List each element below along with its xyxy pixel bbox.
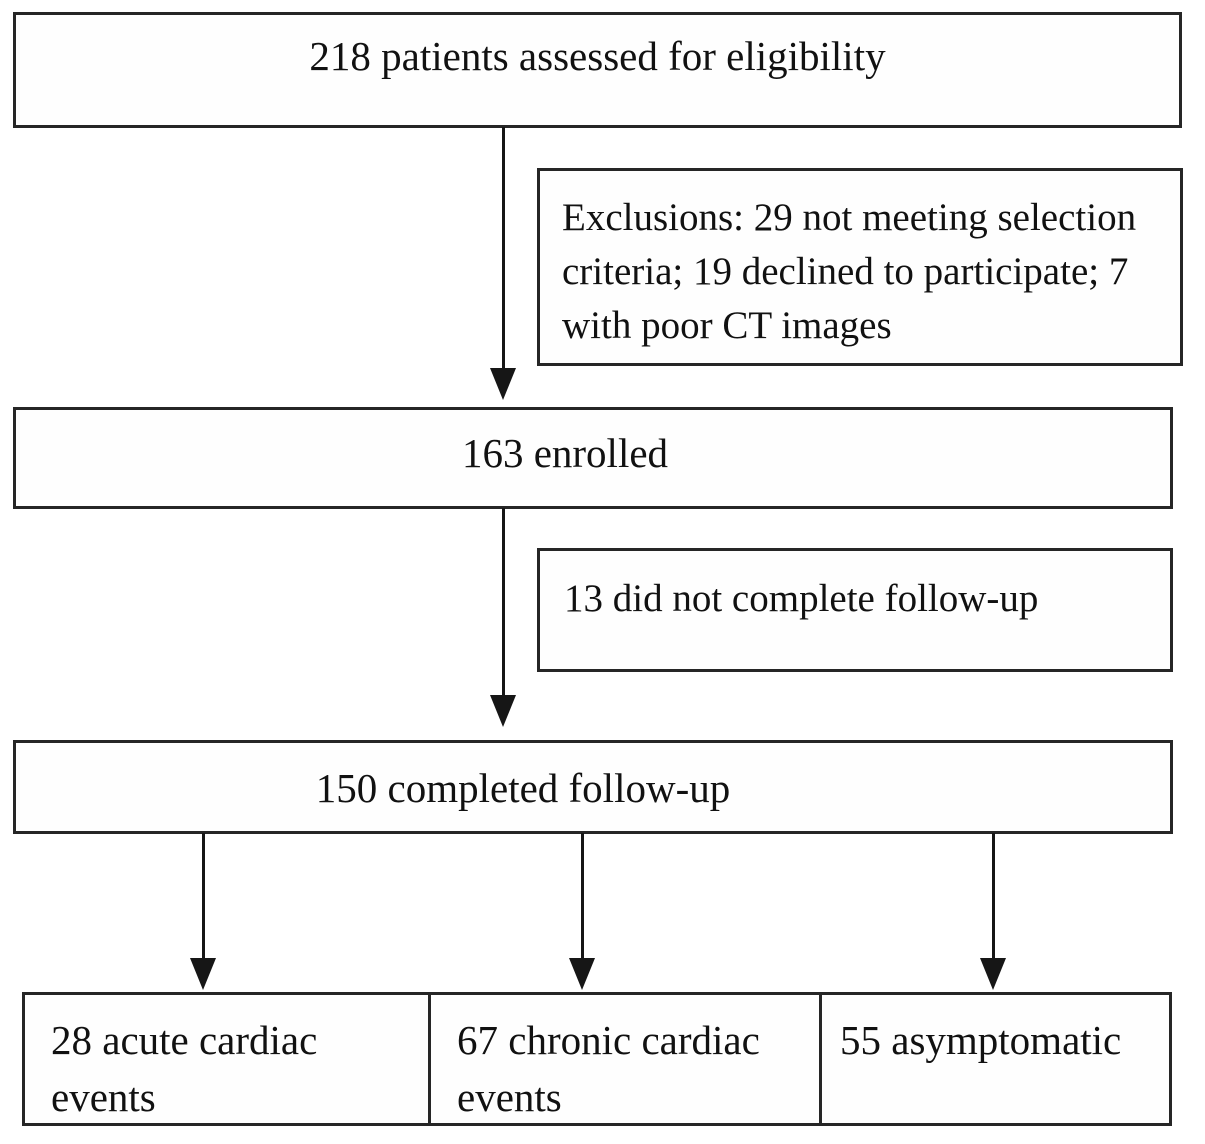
arrow-completed-to-acute-line: [202, 833, 205, 958]
node-enrolled: 163 enrolled: [13, 407, 1173, 509]
outcome-row: 28 acute cardiac events 67 chronic cardi…: [22, 992, 1172, 1126]
arrow-enrolled-to-completed-line: [502, 508, 505, 695]
node-completed-followup: 150 completed follow-up: [13, 740, 1173, 834]
node-completed-followup-label: 150 completed follow-up: [315, 765, 731, 811]
node-eligibility-label: 218 patients assessed for eligibility: [309, 33, 886, 79]
arrow-completed-to-asymptomatic-line: [992, 833, 995, 958]
node-eligibility: 218 patients assessed for eligibility: [13, 12, 1182, 128]
arrow-completed-to-chronic-line: [581, 833, 584, 958]
arrow-eligibility-to-enrolled-line: [502, 127, 505, 368]
arrow-enrolled-to-completed-head-icon: [490, 695, 516, 727]
node-asymptomatic: 55 asymptomatic: [822, 995, 1169, 1123]
node-chronic-cardiac-events-label: 67 chronic cardiac events: [457, 1017, 760, 1120]
node-acute-cardiac-events-label: 28 acute cardiac events: [51, 1017, 318, 1120]
arrow-completed-to-acute-head-icon: [190, 958, 216, 990]
arrow-eligibility-to-enrolled-head-icon: [490, 368, 516, 400]
node-enrolled-label: 163 enrolled: [461, 430, 669, 476]
arrow-completed-to-asymptomatic-head-icon: [980, 958, 1006, 990]
node-no-followup: 13 did not complete follow-up: [537, 548, 1173, 672]
arrow-completed-to-chronic-head-icon: [569, 958, 595, 990]
node-asymptomatic-label: 55 asymptomatic: [840, 1017, 1122, 1063]
node-acute-cardiac-events: 28 acute cardiac events: [25, 995, 428, 1123]
node-exclusions-label: Exclusions: 29 not meeting selection cri…: [562, 196, 1137, 347]
node-no-followup-label: 13 did not complete follow-up: [564, 577, 1039, 620]
node-chronic-cardiac-events: 67 chronic cardiac events: [428, 995, 822, 1123]
node-exclusions: Exclusions: 29 not meeting selection cri…: [537, 168, 1183, 366]
